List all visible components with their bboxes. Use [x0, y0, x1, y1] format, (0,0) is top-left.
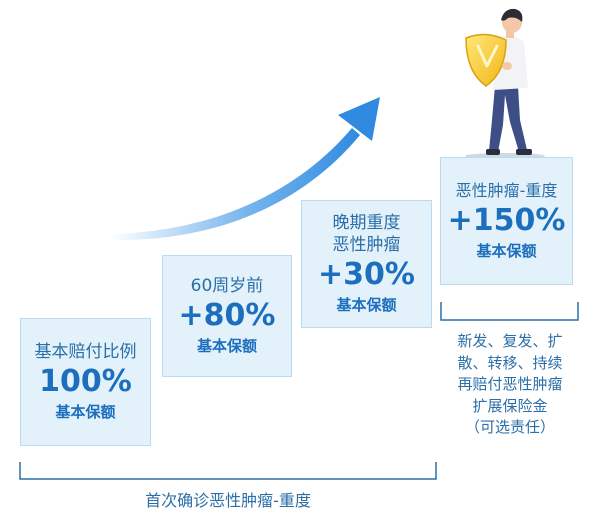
- box-heading: 恶性肿瘤-重度: [455, 181, 558, 200]
- box-heading: 基本赔付比例: [34, 342, 137, 362]
- box-heading: 60周岁前: [190, 276, 264, 296]
- note-line: 再赔付恶性肿瘤: [457, 375, 563, 393]
- bracket-right: [440, 302, 579, 321]
- box-percentage: +150%: [447, 203, 566, 238]
- growth-arrow-icon: [110, 97, 380, 241]
- note-line: 扩展保险金: [472, 396, 548, 415]
- extension-note: 新发、复发、扩 散、转移、持续 再赔付恶性肿瘤 扩展保险金 （可选责任）: [440, 331, 580, 439]
- bracket-bottom: [19, 462, 437, 480]
- box-label: 基本保额: [196, 337, 257, 355]
- note-line: 散、转移、持续: [457, 353, 563, 372]
- box-percentage: 100%: [39, 364, 132, 399]
- box-label: 基本保额: [476, 242, 537, 260]
- benefit-box-extended: 恶性肿瘤-重度 +150% 基本保额: [440, 157, 573, 285]
- box-percentage: +80%: [178, 298, 276, 333]
- box-label: 基本保额: [336, 296, 397, 314]
- person-with-shield-icon: [465, 8, 545, 159]
- note-line: （可选责任）: [464, 418, 555, 436]
- bottom-caption: 首次确诊恶性肿瘤-重度: [145, 491, 311, 510]
- note-line: 新发、复发、扩: [457, 332, 563, 350]
- box-heading: 晚期重度 恶性肿瘤: [332, 213, 401, 255]
- box-label: 基本保额: [55, 403, 116, 421]
- box-percentage: +30%: [318, 257, 415, 292]
- benefit-box-base: 基本赔付比例 100% 基本保额: [20, 318, 151, 446]
- benefit-box-under-60: 60周岁前 +80% 基本保额: [162, 255, 292, 377]
- benefit-box-late-stage: 晚期重度 恶性肿瘤 +30% 基本保额: [301, 200, 432, 328]
